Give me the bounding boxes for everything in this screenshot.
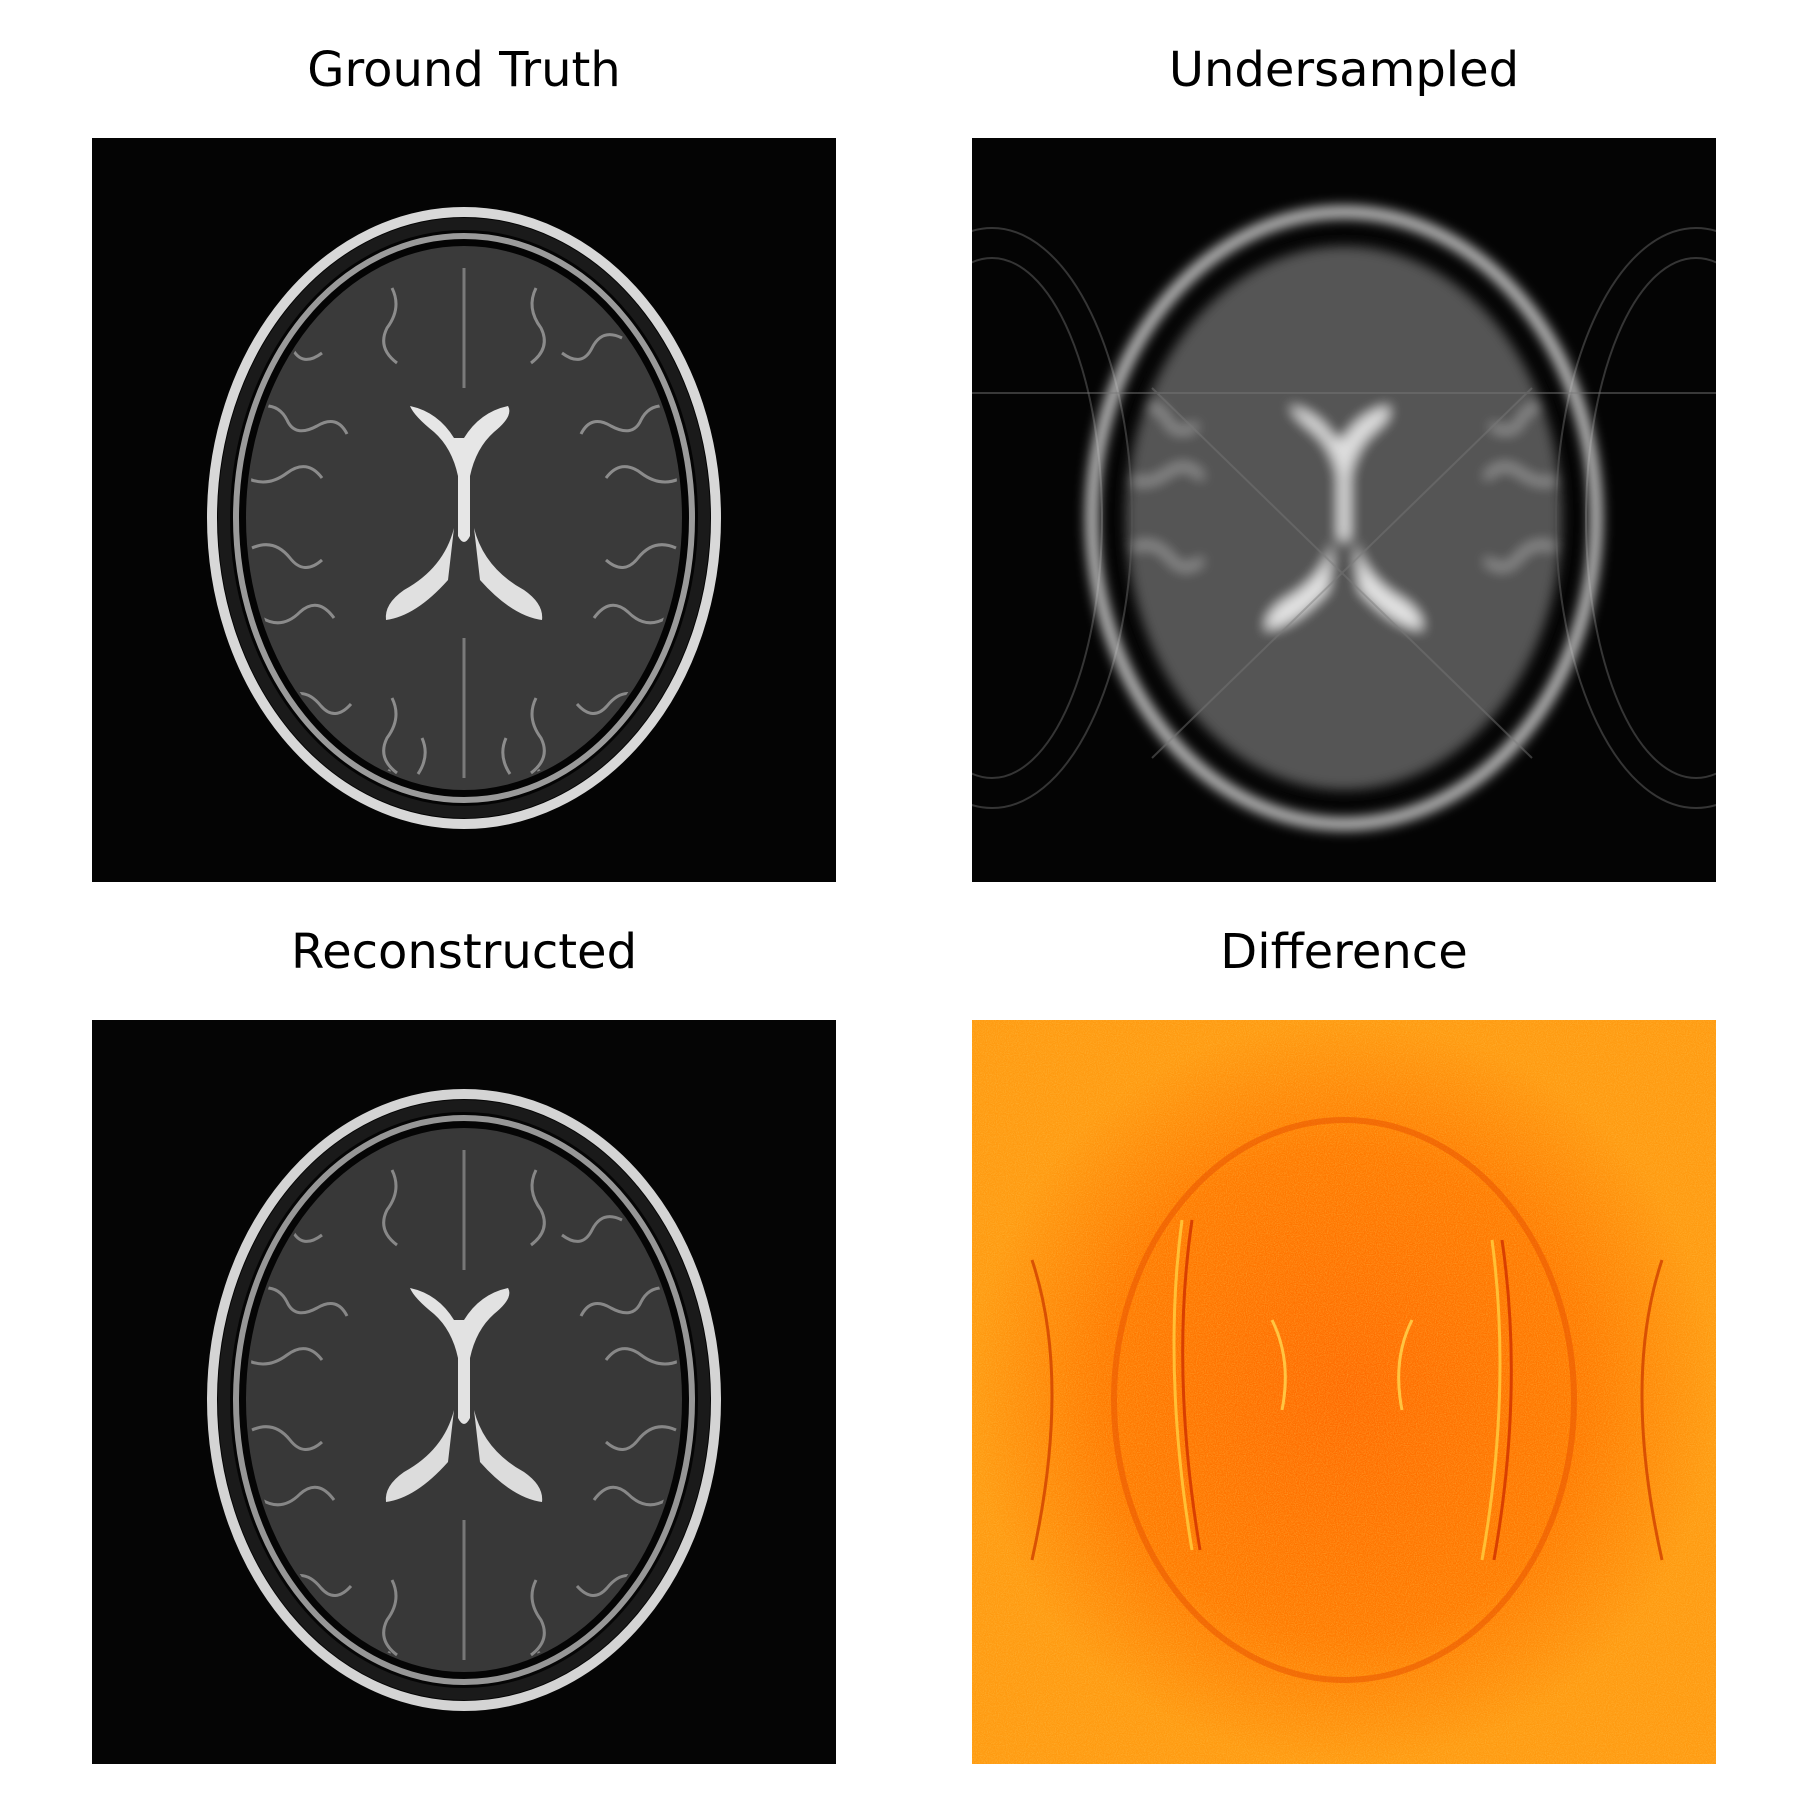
- reconstructed-brain-mri: [92, 1020, 836, 1764]
- difference-image: [972, 1020, 1716, 1764]
- ground-truth-brain-mri: [92, 138, 836, 882]
- undersampled-brain-mri: [972, 138, 1716, 882]
- panel-title-ground-truth: Ground Truth: [307, 42, 621, 98]
- reconstructed-image: [92, 1020, 836, 1764]
- difference-map: [972, 1020, 1716, 1764]
- panel-title-undersampled: Undersampled: [1168, 42, 1520, 98]
- panel-title-difference: Difference: [1220, 924, 1468, 980]
- undersampled-image: [972, 138, 1716, 882]
- ground-truth-image: [92, 138, 836, 882]
- panel-title-reconstructed: Reconstructed: [290, 924, 638, 980]
